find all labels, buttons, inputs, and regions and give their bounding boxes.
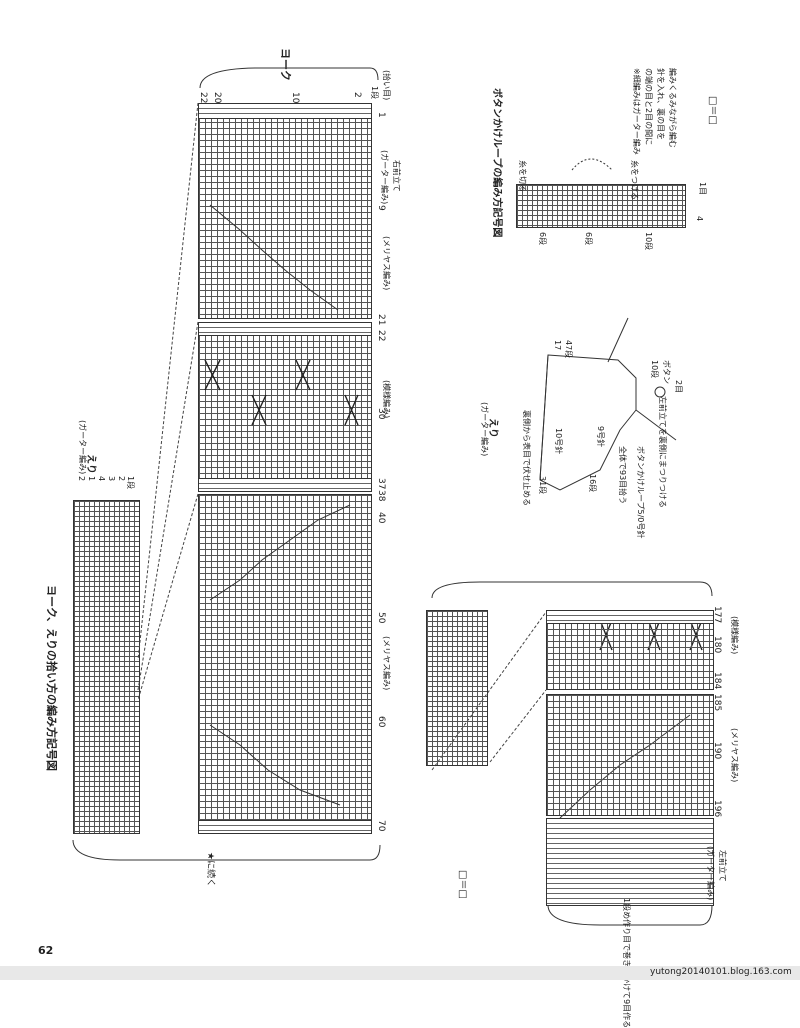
legend-upper: □＝□ (707, 96, 718, 125)
lower-grid-collar (426, 610, 488, 766)
lower-pattern-label: (模様編み) (730, 616, 739, 655)
collar-grid (73, 500, 140, 834)
button-loop-attach: 糸をつける (630, 160, 639, 200)
yoke-grid-section-3 (198, 494, 372, 834)
cast-on-note: 1段め作り目で巻き目かけて9目作る (622, 898, 631, 1028)
button-loop-note-1: ※細編みはガーター編み (632, 68, 641, 155)
diagram-rows-10: 10段 (650, 360, 659, 379)
button-loop-grid (516, 184, 686, 228)
lower-col-180: 180 (712, 636, 722, 654)
diagram-rows-31: 31段 (538, 476, 547, 495)
lower-col-185: 185 (712, 694, 722, 712)
lower-col-184: 184 (712, 672, 722, 690)
button-loop-title: ボタンかけループの編み方記号図 (491, 88, 502, 238)
yoke-grid-section-1 (198, 103, 372, 319)
button-loop-note-2: の端の目と2目の間に (644, 68, 653, 146)
footer-bar (0, 966, 800, 980)
button-loop-row-10: 10段 (644, 232, 653, 251)
diagram-rows-17: 17 (553, 340, 562, 351)
button-loop-row-1: 1目 (698, 182, 707, 196)
lower-col-190: 190 (712, 742, 722, 760)
diagram-loop-note: ボタンかけループ5/0号針 (636, 446, 645, 539)
button-loop-row-6a: 6段 (538, 232, 547, 246)
yoke-garter-band-bot (198, 478, 372, 492)
yoke-garter-band-top (198, 103, 372, 119)
lower-stockinette-label: (メリヤス編み) (730, 728, 739, 783)
diagram-pick-total: 全体で93目拾う (618, 446, 627, 505)
button-loop-note-3: 針を入れ、裏の目を (656, 68, 665, 141)
diagram-rows-16: 16段 (588, 474, 597, 493)
button-loop-row-4: 4 (695, 216, 704, 222)
left-front-garter: (ガーター編み) (706, 846, 715, 901)
lower-grid-stockinette (546, 694, 714, 816)
diagram-bind-off: 裏側から表目で伏せ止める (522, 410, 531, 506)
lower-col-196: 196 (712, 800, 722, 818)
lower-band-2 (546, 818, 714, 906)
left-front-label: 左前立て (718, 850, 727, 882)
diagram-needle9: 9号針 (596, 426, 605, 448)
diagram-left-band: 左前立てを裏側にまつりつける (658, 396, 667, 508)
page-number: 62 (38, 944, 54, 957)
lower-col-177: 177 (712, 606, 722, 624)
button-loop-note-4: 編みくるみながら編む (668, 68, 677, 148)
diagram-rows-47: 47段 (564, 340, 573, 359)
diagram-needle10: 10号針 (554, 428, 563, 455)
yoke-garter-band-mid (198, 322, 372, 336)
diagram-collar-sub: (ガーター編み) (480, 402, 489, 457)
diagram-button: ボタン (662, 360, 671, 384)
diagram-two-st: 2目 (674, 380, 683, 394)
yoke-garter-band-end (198, 820, 372, 834)
lower-band-1 (546, 610, 714, 624)
button-loop-cut: 糸を切る (518, 160, 527, 192)
lower-grid-pattern (546, 610, 714, 690)
footer-url: yutong20140101.blog.163.com (650, 967, 792, 977)
button-loop-row-6b: 6段 (584, 232, 593, 246)
legend-lower: □＝□ (457, 870, 468, 899)
yoke-grid-section-2 (198, 322, 372, 492)
